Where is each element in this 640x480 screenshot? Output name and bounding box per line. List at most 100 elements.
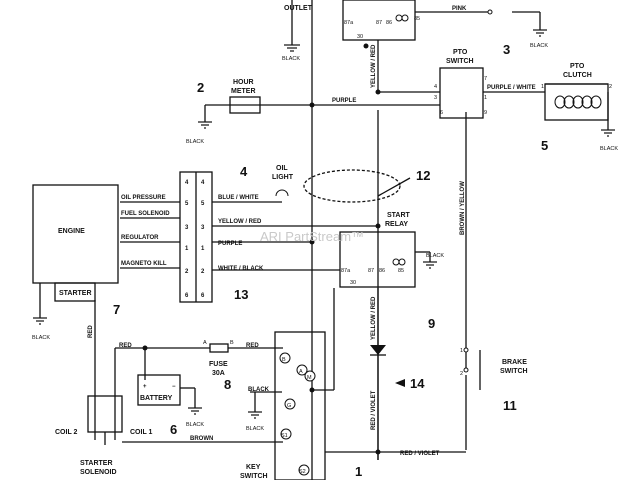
connector-pin: 2: [185, 269, 189, 275]
wire-purple: PURPLE: [332, 98, 356, 104]
wire-blue-white: BLUE / WHITE: [218, 195, 259, 201]
brake-switch-label-1: BRAKE: [502, 359, 527, 366]
pto-clutch-label-2: CLUTCH: [563, 72, 592, 79]
pto-switch-label-1: PTO: [453, 49, 468, 56]
engine-wire-fuel-solenoid: FUEL SOLENOID: [121, 211, 170, 217]
key-terminal: S2: [299, 469, 306, 475]
ground-label: BLACK: [530, 43, 548, 49]
relay-pin: 87a: [341, 268, 351, 274]
oil-light-label-1: OIL: [276, 165, 288, 172]
pto-switch-label-2: SWITCH: [446, 58, 474, 65]
connector-pin: 3: [185, 225, 189, 231]
connector-pin: 1: [201, 246, 205, 252]
wire-yellow-red-vertical-2: YELLOW / RED: [371, 296, 377, 340]
fuse-label-1: FUSE: [209, 361, 228, 368]
connector-pin: 4: [185, 180, 189, 186]
watermark: ARI PartStream™: [260, 229, 364, 244]
wire-white-black: WHITE / BLACK: [218, 266, 264, 272]
pto-pin: 7: [484, 76, 487, 82]
pto-pin: 1: [484, 95, 487, 101]
clutch-pin: 1: [541, 84, 544, 90]
clutch-pin: 2: [609, 84, 612, 90]
engine-label: ENGINE: [58, 228, 85, 235]
starter-label: STARTER: [59, 290, 92, 297]
start-relay-label-2: RELAY: [385, 221, 408, 228]
battery-minus: −: [172, 384, 176, 390]
fuse-label-2: 30A: [212, 370, 225, 377]
engine-wire-regulator: REGULATOR: [121, 235, 159, 241]
ground-label: BLACK: [186, 422, 204, 428]
outlet-label: OUTLET: [284, 5, 313, 12]
pto-clutch-label-1: PTO: [570, 63, 585, 70]
callout-6: 6: [170, 422, 177, 437]
key-terminal: A: [299, 369, 303, 375]
connector-pin: 3: [201, 225, 205, 231]
wire-red-violet: RED / VIOLET: [400, 451, 440, 457]
starter-solenoid-label-2: SOLENOID: [80, 469, 117, 476]
wire-red-1: RED: [119, 343, 132, 349]
relay-pin: 86: [379, 268, 385, 274]
relay-pin: 87a: [344, 20, 354, 26]
wire-yellow-red-vertical: YELLOW / RED: [371, 44, 377, 88]
battery-plus: +: [143, 384, 147, 390]
relay-pin: 87: [376, 20, 382, 26]
wire-red-violet-vertical: RED / VIOLET: [371, 390, 377, 430]
key-terminal: M: [307, 375, 312, 381]
callout-7: 7: [113, 302, 120, 317]
ground-label: BLACK: [282, 56, 300, 62]
wire-red-3: RED: [88, 325, 94, 338]
callout-14: 14: [410, 376, 425, 391]
pto-pin: 3: [434, 95, 437, 101]
coil1-label: COIL 1: [130, 429, 153, 436]
brake-switch-label-2: SWITCH: [500, 368, 528, 375]
ground-label: BLACK: [246, 426, 264, 432]
hour-meter-label-1: HOUR: [233, 79, 254, 86]
ground-label: BLACK: [600, 146, 618, 152]
brake-pin: 1: [460, 348, 463, 354]
pto-pin: 4: [434, 84, 437, 90]
connector-pin: 6: [201, 293, 205, 299]
key-switch-label-1: KEY: [246, 464, 261, 471]
ground-label: BLACK: [186, 139, 204, 145]
relay-pin: 86: [386, 20, 392, 26]
callout-12: 12: [416, 168, 430, 183]
brake-pin: 2: [460, 371, 463, 377]
connector-pin: 5: [185, 201, 189, 207]
wire-purple-white: PURPLE / WHITE: [487, 85, 536, 91]
key-terminal: G: [287, 403, 291, 409]
relay-pin: 87: [368, 268, 374, 274]
callout-11: 11: [503, 398, 517, 413]
hour-meter-label-2: METER: [231, 88, 256, 95]
ground-label: BLACK: [32, 335, 50, 341]
pto-pin: 6: [440, 110, 443, 116]
callout-5: 5: [541, 138, 548, 153]
callout-4: 4: [240, 164, 248, 179]
starter-solenoid-label-1: STARTER: [80, 460, 113, 467]
key-switch-label-2: SWITCH: [240, 473, 268, 480]
connector-pin: 2: [201, 269, 205, 275]
fuse-pin: A: [203, 340, 207, 346]
wire-black: BLACK: [248, 387, 270, 393]
key-terminal: S1: [281, 433, 288, 439]
relay-pin: 85: [398, 268, 404, 274]
battery-label: BATTERY: [140, 395, 173, 402]
connector-pin: 6: [185, 293, 189, 299]
relay-pin: 85: [414, 16, 420, 22]
engine-wire-magneto-kill: MAGNETO KILL: [121, 261, 167, 267]
fuse-pin: B: [230, 340, 234, 346]
callout-9: 9: [428, 316, 435, 331]
relay-pin: 30: [357, 34, 363, 40]
key-terminal: B: [282, 357, 286, 363]
callout-2: 2: [197, 80, 204, 95]
start-relay-label-1: START: [387, 212, 411, 219]
engine-wire-oil-pressure: OIL PRESSURE: [121, 195, 166, 201]
wire-pink: PINK: [452, 6, 467, 12]
relay-pin: 30: [350, 280, 356, 286]
wire-red-2: RED: [246, 343, 259, 349]
coil2-label: COIL 2: [55, 429, 78, 436]
connector-pin: 4: [201, 180, 205, 186]
callout-3: 3: [503, 42, 510, 57]
callout-1: 1: [355, 464, 362, 479]
